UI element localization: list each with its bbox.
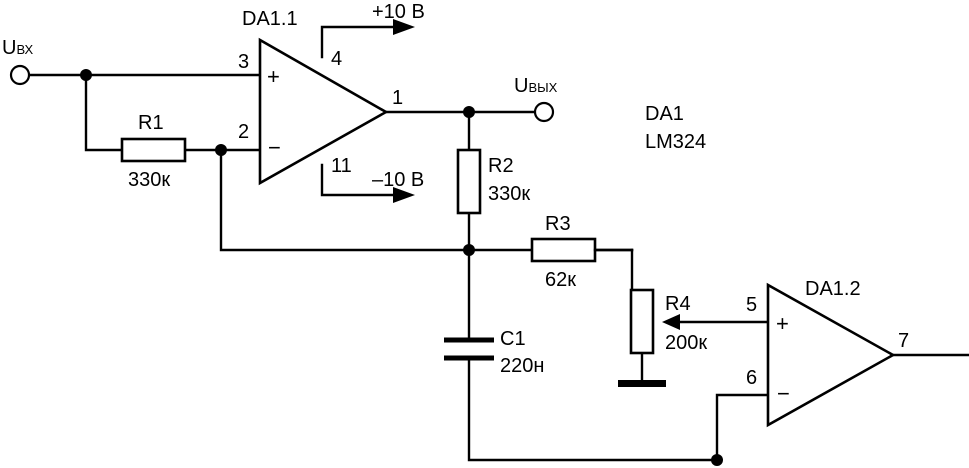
ground-symbol (618, 380, 666, 387)
opamp-da11-name: DA1.1 (242, 8, 298, 30)
wire-pin2-down (219, 148, 634, 252)
opamp-da12 (766, 282, 896, 428)
wire-vplus (320, 25, 397, 59)
resistor-r2 (456, 148, 482, 215)
r1-value: 330к (128, 169, 170, 191)
chip-name: DA1 (645, 103, 684, 125)
opamp-da11-pin-out: 1 (392, 87, 403, 109)
chip-part-number: LM324 (645, 131, 706, 153)
wires (27, 25, 969, 462)
opamp-da12-minus-sign: − (777, 381, 790, 406)
opamp-da12-name: DA1.2 (805, 278, 861, 300)
arrow-vminus (393, 187, 415, 203)
opamp-da11-pin-minus: 2 (238, 121, 249, 143)
opamp-da11-plus-sign: + (267, 64, 280, 89)
c1-name: C1 (500, 328, 526, 350)
input-label: UВХ (2, 37, 34, 59)
wire-vminus (320, 163, 397, 197)
c1-value: 220н (500, 355, 544, 377)
arrow-r4-wiper (662, 314, 680, 330)
output-terminal (533, 101, 555, 123)
opamp-da11-pin-vplus: 4 (331, 48, 342, 70)
junction-pin2 (215, 144, 227, 156)
resistor-r4 (629, 288, 655, 355)
wire-input-to-r1 (84, 73, 124, 152)
supply-negative-label: –10 В (372, 169, 424, 191)
r3-value: 62к (545, 269, 576, 291)
resistor-r3 (530, 237, 597, 263)
wire-c1-bottom (467, 356, 719, 462)
opamp-da11-pin-vminus: 11 (331, 155, 352, 177)
junction-output (463, 106, 475, 118)
r4-name: R4 (665, 293, 691, 315)
input-terminal (9, 64, 31, 86)
r2-value: 330к (488, 183, 530, 205)
opamp-da12-plus-sign: + (776, 311, 789, 336)
supply-positive-label: +10 В (372, 1, 425, 23)
opamp-da11 (258, 37, 389, 186)
opamp-da12-pin-out: 7 (898, 330, 909, 352)
opamp-da11-minus-sign: − (268, 135, 281, 160)
opamp-da11-pin-plus: 3 (238, 51, 249, 73)
r4-value: 200к (665, 332, 707, 354)
wire-feedback (715, 393, 770, 462)
output-label: UВЫХ (514, 75, 558, 97)
opamp-da12-pin-plus: 5 (746, 294, 757, 316)
junction-input (80, 69, 92, 81)
r3-name: R3 (545, 213, 571, 235)
resistor-r1 (120, 137, 187, 163)
junction-r2-c1 (463, 244, 475, 256)
r1-name: R1 (138, 112, 164, 134)
r2-name: R2 (488, 155, 514, 177)
junctions (80, 69, 723, 466)
opamp-da12-pin-minus: 6 (746, 367, 757, 389)
arrow-vplus (393, 19, 415, 35)
junction-feedback (711, 454, 723, 466)
